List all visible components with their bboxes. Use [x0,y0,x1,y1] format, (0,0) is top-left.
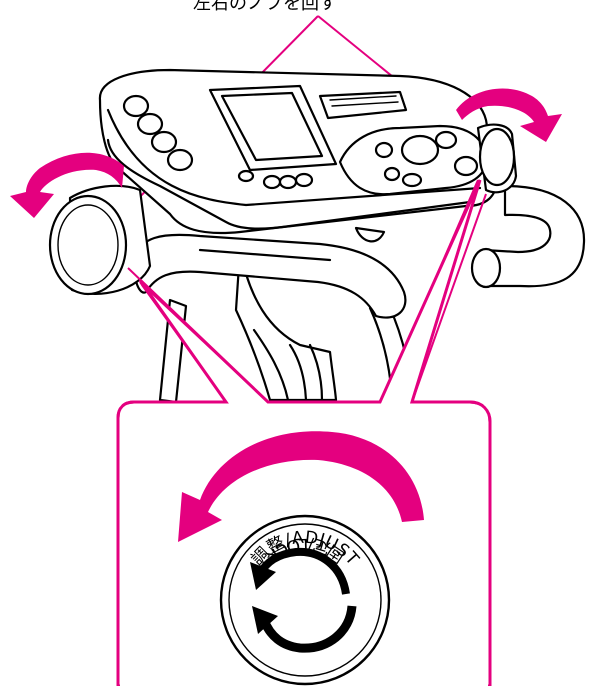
knob-face: 調整/ADJUST 固定/LOCK [221,516,389,684]
machine-illustration [50,70,584,402]
top-caption: 左右のノブを回す [193,0,337,14]
right-handlebar-end [472,249,500,287]
left-knob-illustration [50,186,150,294]
console-body [100,70,496,241]
